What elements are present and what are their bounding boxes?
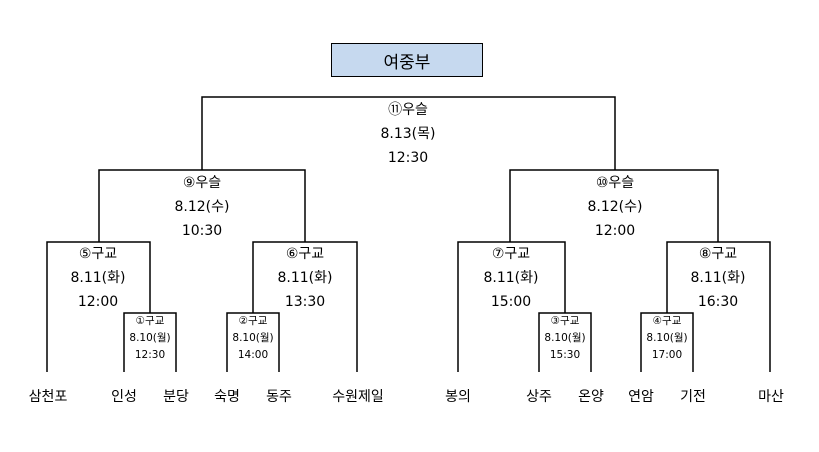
bracket-line-semi-left (98, 169, 306, 242)
bracket-line-r1-4 (640, 312, 694, 372)
bracket-line-qf-8 (666, 241, 771, 372)
match-10-date: 8.12(수) (587, 199, 643, 215)
match-8-time: 16:30 (697, 294, 739, 310)
team-label: 수원제일 (332, 389, 384, 405)
match-9-round: ⑨우슬 (182, 175, 222, 191)
team-label: 상주 (526, 389, 552, 405)
team-label: 기전 (680, 389, 706, 405)
match-1-date: 8.10(월) (129, 332, 171, 344)
bracket-line-r1-2 (226, 312, 280, 372)
match-5-info: ⑤구교 8.11(화) 12:00 (71, 242, 126, 314)
match-2-time: 14:00 (237, 349, 269, 361)
team-label: 삼천포 (28, 389, 68, 405)
match-7-round: ⑦구교 (491, 246, 531, 262)
match-1-time: 12:30 (134, 349, 166, 361)
match-4-time: 17:00 (651, 349, 683, 361)
bracket-line-r1-3 (538, 312, 592, 372)
team-label: 온양 (578, 389, 604, 405)
match-7-date: 8.11(화) (483, 270, 539, 286)
bracket-line-qf-6 (252, 241, 358, 372)
match-5-date: 8.11(화) (70, 270, 126, 286)
match-10-round: ⑩우슬 (595, 175, 635, 191)
match-10-info: ⑩우슬 8.12(수) 12:00 (588, 171, 643, 243)
match-11-date: 8.13(목) (380, 126, 436, 142)
match-6-time: 13:30 (284, 294, 326, 310)
match-2-info: ②구교 8.10(월) 14:00 (232, 313, 273, 364)
team-label: 인성 (111, 389, 137, 405)
bracket-line-qf-7 (457, 241, 566, 372)
team-label: 동주 (266, 389, 292, 405)
match-8-date: 8.11(화) (690, 270, 746, 286)
match-5-round: ⑤구교 (78, 246, 118, 262)
match-1-info: ①구교 8.10(월) 12:30 (129, 313, 170, 364)
team-label: 분당 (163, 389, 189, 405)
match-4-round: ④구교 (652, 315, 682, 327)
match-4-date: 8.10(월) (646, 332, 688, 344)
team-label: 연암 (628, 389, 654, 405)
bracket-line-r1-1 (123, 312, 177, 372)
match-1-round: ①구교 (135, 315, 165, 327)
match-11-round: ⑪우슬 (388, 102, 428, 118)
match-8-round: ⑧구교 (698, 246, 738, 262)
team-label: 숙명 (214, 389, 240, 405)
match-9-date: 8.12(수) (174, 199, 230, 215)
team-label: 봉의 (445, 389, 471, 405)
bracket-line-final (201, 96, 616, 170)
match-4-info: ④구교 8.10(월) 17:00 (646, 313, 687, 364)
match-6-round: ⑥구교 (285, 246, 325, 262)
match-7-info: ⑦구교 8.11(화) 15:00 (484, 242, 539, 314)
match-3-date: 8.10(월) (544, 332, 586, 344)
match-6-date: 8.11(화) (277, 270, 333, 286)
match-2-date: 8.10(월) (232, 332, 274, 344)
match-10-time: 12:00 (594, 223, 636, 239)
match-3-info: ③구교 8.10(월) 15:30 (544, 313, 585, 364)
match-9-time: 10:30 (181, 223, 223, 239)
match-3-time: 15:30 (549, 349, 581, 361)
match-8-info: ⑧구교 8.11(화) 16:30 (691, 242, 746, 314)
bracket-line-qf-5 (46, 241, 151, 372)
match-2-round: ②구교 (238, 315, 268, 327)
division-title: 여중부 (331, 43, 483, 77)
bracket-line-semi-right (509, 169, 719, 242)
match-11-info: ⑪우슬 8.13(목) 12:30 (381, 98, 436, 170)
match-9-info: ⑨우슬 8.12(수) 10:30 (175, 171, 230, 243)
match-6-info: ⑥구교 8.11(화) 13:30 (278, 242, 333, 314)
match-7-time: 15:00 (490, 294, 532, 310)
match-11-time: 12:30 (387, 150, 429, 166)
match-5-time: 12:00 (77, 294, 119, 310)
match-3-round: ③구교 (550, 315, 580, 327)
team-label: 마산 (758, 389, 784, 405)
